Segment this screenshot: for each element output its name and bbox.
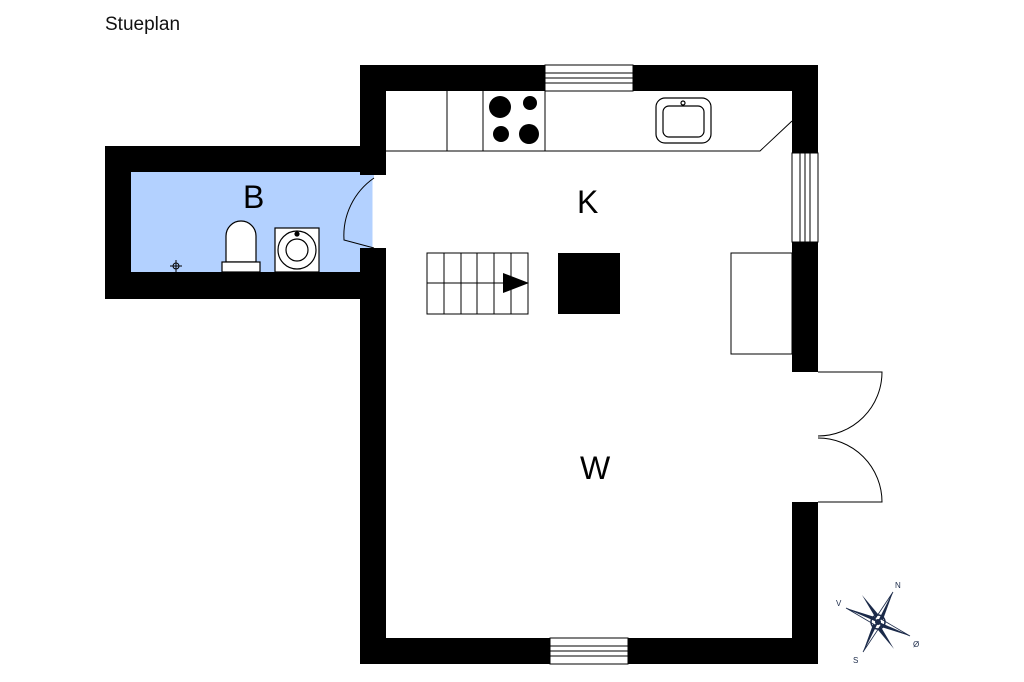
plan-title: Stueplan: [105, 14, 181, 35]
stair-arrow-icon: [503, 273, 529, 293]
washbasin-icon: [274, 227, 320, 273]
kitchen-counter: [386, 91, 793, 152]
toilet-icon: [221, 220, 261, 273]
room-label-kitchen: K: [577, 184, 598, 220]
terrace-double-door: [817, 371, 883, 503]
window-bottom: [549, 637, 629, 665]
floor-drain-icon: [170, 260, 182, 272]
sink-icon: [655, 97, 712, 144]
compass-south: S: [853, 656, 858, 665]
cabinet: [730, 252, 793, 355]
window-right: [791, 152, 819, 243]
room-label-living: W: [580, 450, 611, 486]
compass-rose-icon: N S Ø V: [836, 581, 919, 665]
compass-west: V: [836, 599, 842, 608]
bathroom-door: [343, 177, 376, 249]
stove-icon: [489, 96, 539, 144]
compass-east: Ø: [913, 640, 919, 649]
walls: [105, 65, 818, 664]
window-top: [544, 64, 634, 92]
compass-north: N: [895, 581, 901, 590]
room-label-bathroom: B: [243, 179, 264, 215]
chimney-block: [558, 253, 620, 314]
